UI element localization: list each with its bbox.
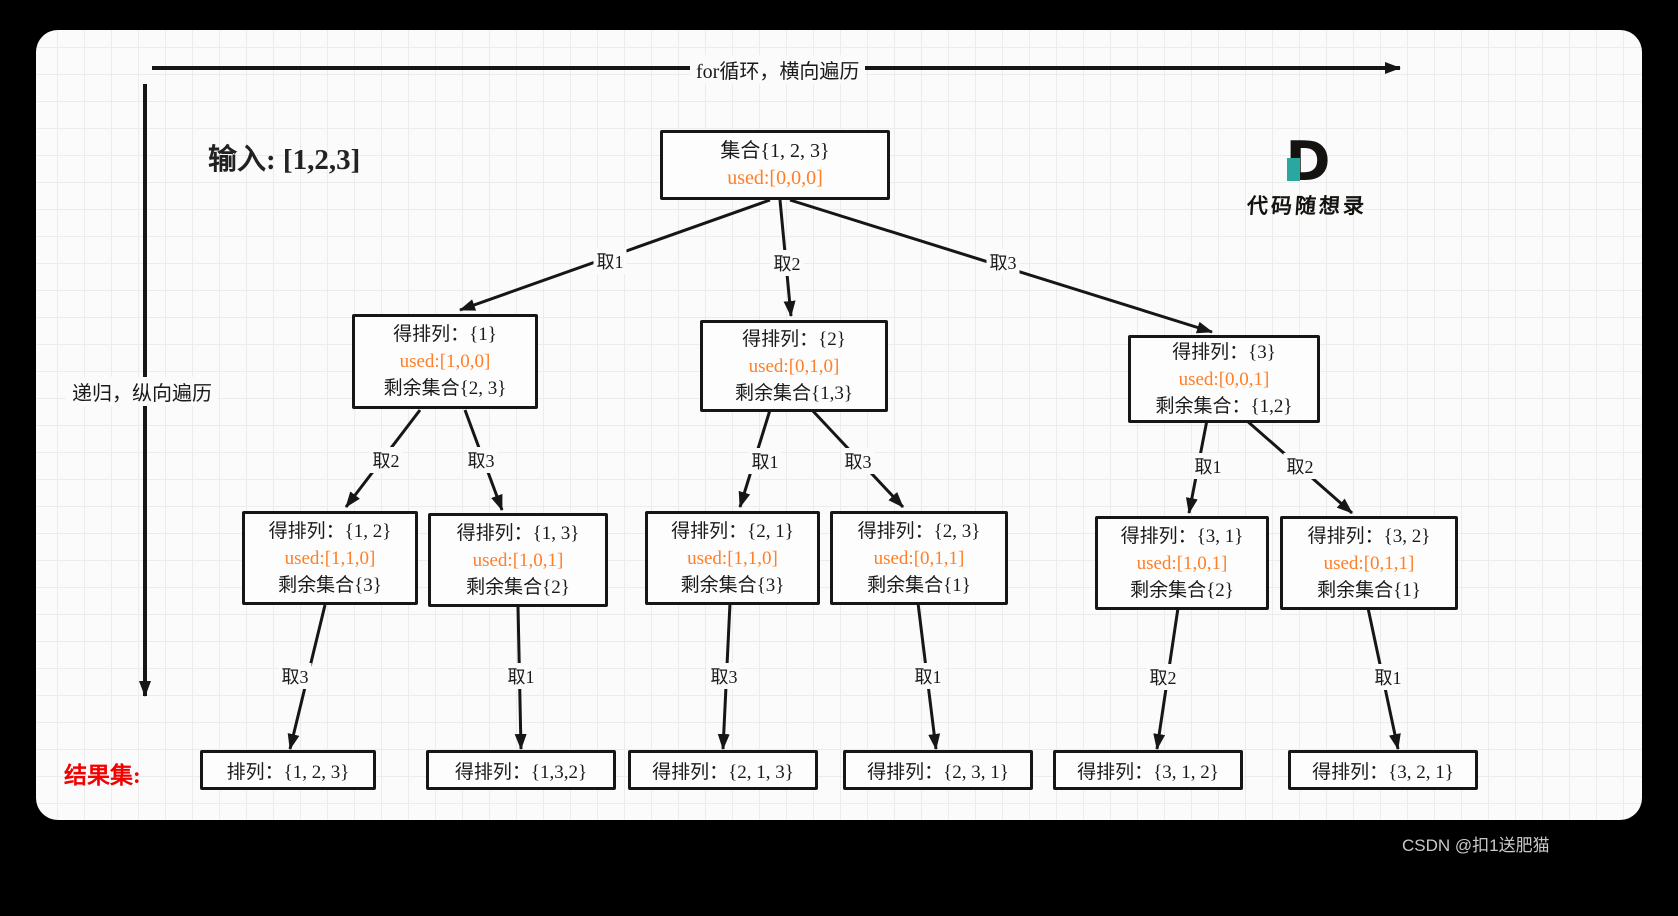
edge-label-l3-2: 取1 <box>504 663 538 689</box>
node-used: used:[1,0,0] <box>399 351 491 372</box>
root-used: used:[0,0,0] <box>727 167 823 189</box>
node-used: used:[0,0,1] <box>1178 368 1270 390</box>
tree-node-l3-3: 得排列：{2, 1} used:[1,1,0] 剩余集合{3} <box>645 511 820 605</box>
result-box-3: 得排列：{2, 1, 3} <box>628 750 818 790</box>
node-title: 得排列：{1, 2} <box>268 520 392 542</box>
node-remain: 剩余集合：{1,2} <box>1155 395 1293 417</box>
node-remain: 剩余集合{1} <box>867 574 971 596</box>
tree-node-l2-2: 得排列：{2} used:[0,1,0] 剩余集合{1,3} <box>700 320 888 412</box>
node-remain: 剩余集合{3} <box>278 574 382 596</box>
csdn-watermark: CSDN @扣1送肥猫 <box>1402 836 1550 855</box>
node-used: used:[1,0,1] <box>472 549 564 571</box>
node-used: used:[0,1,1] <box>873 547 965 569</box>
node-title: 得排列：{1, 3} <box>456 522 580 544</box>
edge-label-l2-5: 取1 <box>1191 453 1225 479</box>
tree-node-root: 集合{1, 2, 3} used:[0,0,0] <box>660 130 890 200</box>
edge-label-l2-6: 取2 <box>1283 453 1317 479</box>
input-label: 输入: [1,2,3] <box>208 144 361 176</box>
edge-label-l1-2: 取2 <box>770 250 804 276</box>
result-box-2: 得排列：{1,3,2} <box>426 750 616 790</box>
node-remain: 剩余集合{2} <box>1130 579 1234 601</box>
edge-label-l1-1: 取1 <box>593 248 627 274</box>
tree-node-l3-5: 得排列：{3, 1} used:[1,0,1] 剩余集合{2} <box>1095 516 1269 610</box>
tree-node-l3-2: 得排列：{1, 3} used:[1,0,1] 剩余集合{2} <box>428 513 608 607</box>
tree-node-l3-1: 得排列：{1, 2} used:[1,1,0] 剩余集合{3} <box>242 511 418 605</box>
root-title: 集合{1, 2, 3} <box>720 140 830 162</box>
edge-label-l2-1: 取2 <box>369 447 403 473</box>
node-title: 得排列：{3, 2} <box>1307 525 1431 547</box>
node-used: used:[0,1,0] <box>748 355 840 377</box>
result-box-6: 得排列：{3, 2, 1} <box>1288 750 1478 790</box>
logo-teal-block <box>1287 158 1300 181</box>
node-title: 得排列：{1} <box>393 324 497 345</box>
result-box-5: 得排列：{3, 1, 2} <box>1053 750 1243 790</box>
node-remain: 剩余集合{2, 3} <box>383 378 507 399</box>
tree-node-l2-1: 得排列：{1} used:[1,0,0] 剩余集合{2, 3} <box>352 314 538 409</box>
node-remain: 剩余集合{1} <box>1317 579 1421 601</box>
edge-label-l2-3: 取1 <box>748 448 782 474</box>
tree-node-l2-3: 得排列：{3} used:[0,0,1] 剩余集合：{1,2} <box>1128 335 1320 423</box>
edge-label-l2-4: 取3 <box>841 448 875 474</box>
edge-label-l3-6: 取1 <box>1371 664 1405 690</box>
tree-node-l3-6: 得排列：{3, 2} used:[0,1,1] 剩余集合{1} <box>1280 516 1458 610</box>
left-axis-label: 递归，纵向遍历 <box>66 377 218 406</box>
brand-logo-text: 代码随想录 <box>1246 194 1368 218</box>
node-title: 得排列：{2} <box>742 328 846 350</box>
edge-label-l3-4: 取1 <box>911 663 945 689</box>
result-set-label: 结果集: <box>64 763 141 788</box>
node-used: used:[1,1,0] <box>284 547 376 569</box>
node-title: 得排列：{3} <box>1172 341 1276 363</box>
node-used: used:[1,0,1] <box>1136 552 1228 574</box>
node-remain: 剩余集合{2} <box>466 576 570 598</box>
result-box-4: 得排列：{2, 3, 1} <box>843 750 1033 790</box>
result-box-1: 排列：{1, 2, 3} <box>200 750 376 790</box>
edge-label-l3-3: 取3 <box>707 663 741 689</box>
brand-logo: D 代码随想录 <box>1232 135 1382 220</box>
edge-label-l1-3: 取3 <box>986 249 1020 275</box>
node-title: 得排列：{3, 1} <box>1120 525 1244 547</box>
edge-label-l2-2: 取3 <box>464 447 498 473</box>
node-used: used:[0,1,1] <box>1323 552 1415 574</box>
tree-node-l3-4: 得排列：{2, 3} used:[0,1,1] 剩余集合{1} <box>830 511 1008 605</box>
edge-label-l3-1: 取3 <box>278 663 312 689</box>
node-remain: 剩余集合{3} <box>680 574 785 596</box>
node-remain: 剩余集合{1,3} <box>735 382 853 404</box>
node-used: used:[1,1,0] <box>687 547 778 569</box>
node-title: 得排列：{2, 3} <box>857 520 981 542</box>
node-title: 得排列：{2, 1} <box>671 520 794 542</box>
top-axis-label: for循环，横向遍历 <box>690 55 866 84</box>
edge-label-l3-5: 取2 <box>1146 664 1180 690</box>
brand-logo-d-icon: D <box>1284 135 1331 189</box>
